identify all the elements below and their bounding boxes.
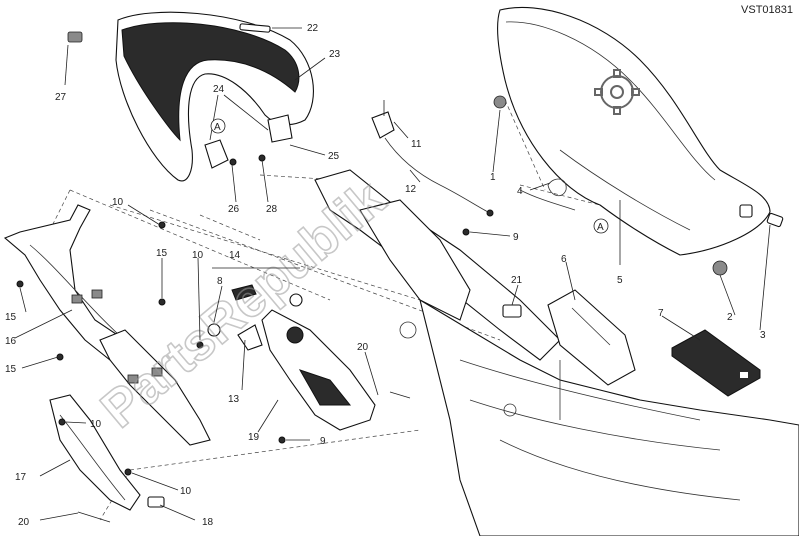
callout-15b: 15 bbox=[5, 312, 17, 323]
screws bbox=[16, 221, 411, 523]
tail-side-panel bbox=[99, 329, 211, 446]
callout-22: 22 bbox=[307, 23, 319, 34]
gear-icon bbox=[594, 69, 640, 115]
callout-15a: 15 bbox=[156, 248, 168, 259]
callout-25: 25 bbox=[328, 151, 340, 162]
callout-18: 18 bbox=[202, 517, 214, 528]
rider-seat bbox=[493, 6, 784, 276]
callout-7: 7 bbox=[658, 308, 664, 319]
svg-text:A: A bbox=[214, 122, 221, 133]
reference-marker-a2: A bbox=[593, 218, 609, 234]
callout-11: 11 bbox=[411, 139, 422, 150]
seat-lock-parts bbox=[207, 284, 303, 351]
callout-27: 27 bbox=[55, 92, 67, 103]
diagram-code: VST01831 bbox=[741, 4, 793, 16]
tool-kit-pouch bbox=[547, 289, 636, 386]
callout-20b: 20 bbox=[18, 517, 30, 528]
rear-subframe bbox=[314, 169, 799, 537]
callout-28: 28 bbox=[266, 204, 278, 215]
callout-6: 6 bbox=[561, 254, 567, 265]
callout-numbers: 1 2 3 4 5 6 7 8 9 9 10 10 10 10 11 12 13… bbox=[5, 23, 766, 528]
callout-9b: 9 bbox=[320, 436, 326, 447]
callout-10c: 10 bbox=[90, 419, 102, 430]
callout-13: 13 bbox=[228, 394, 240, 405]
callout-1: 1 bbox=[490, 172, 496, 183]
callout-20a: 20 bbox=[357, 342, 369, 353]
passenger-seat-cowl bbox=[115, 11, 314, 182]
seat-lock-cable bbox=[371, 100, 494, 236]
svg-text:A: A bbox=[597, 222, 604, 233]
callout-3: 3 bbox=[760, 330, 766, 341]
tail-fairing-lower bbox=[49, 394, 141, 511]
callout-23: 23 bbox=[329, 49, 341, 60]
callout-26: 26 bbox=[228, 204, 240, 215]
callout-12: 12 bbox=[405, 184, 417, 195]
leader-lines bbox=[14, 27, 771, 521]
owners-manual bbox=[671, 329, 761, 397]
callout-17: 17 bbox=[15, 472, 27, 483]
side-cover-19 bbox=[261, 309, 376, 431]
callout-16: 16 bbox=[5, 336, 17, 347]
callout-15c: 15 bbox=[5, 364, 17, 375]
callout-14: 14 bbox=[229, 250, 241, 261]
callout-2: 2 bbox=[727, 312, 733, 323]
callout-8: 8 bbox=[217, 276, 223, 287]
callout-4: 4 bbox=[517, 186, 523, 197]
reference-marker-a1: A bbox=[210, 118, 226, 134]
callout-19: 19 bbox=[248, 432, 260, 443]
bracket-21 bbox=[502, 304, 522, 318]
callout-9a: 9 bbox=[513, 232, 519, 243]
callout-21: 21 bbox=[511, 275, 523, 286]
callout-10a: 10 bbox=[112, 197, 124, 208]
callout-10d: 10 bbox=[180, 486, 192, 497]
callout-24: 24 bbox=[213, 84, 225, 95]
callout-5: 5 bbox=[617, 275, 623, 286]
cowl-small-parts bbox=[67, 23, 293, 169]
callout-10b: 10 bbox=[192, 250, 204, 261]
